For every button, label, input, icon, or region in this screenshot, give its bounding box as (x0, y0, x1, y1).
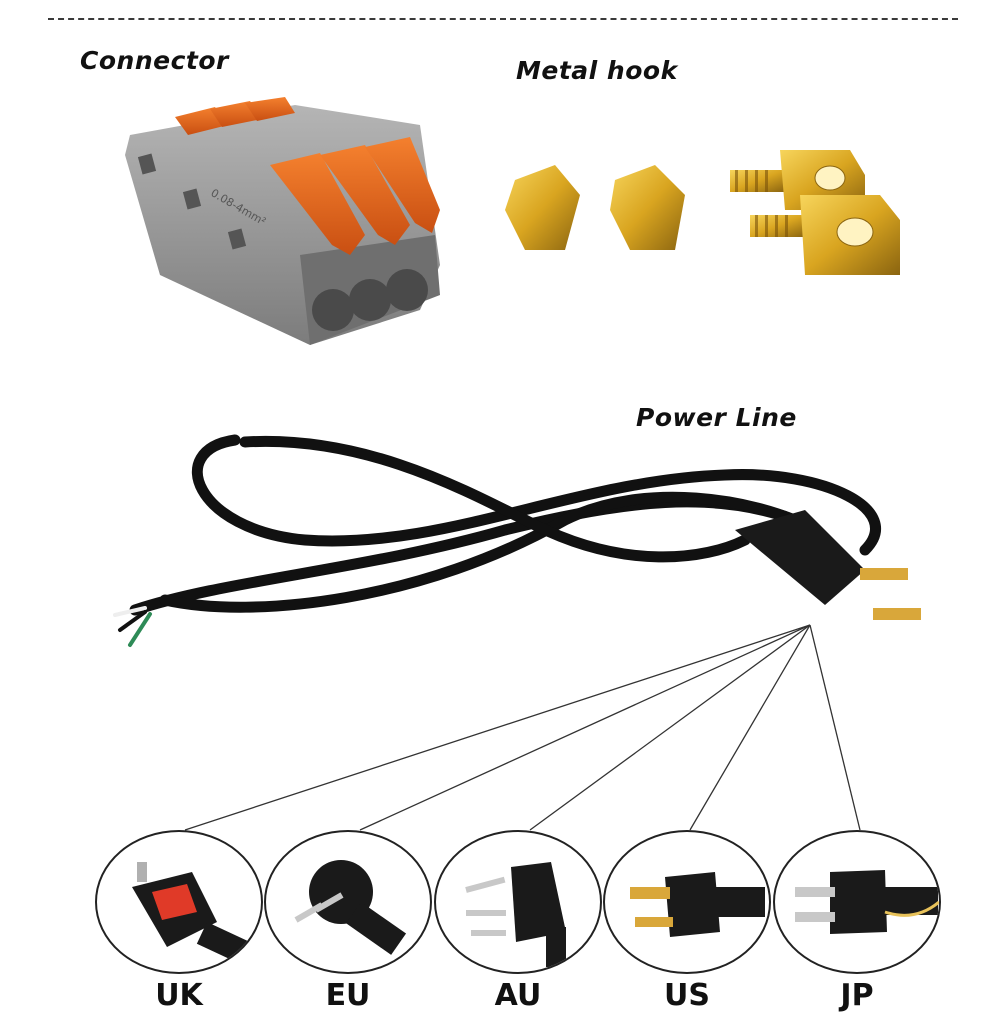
power-cable-image (113, 434, 921, 647)
metal-hook-label: Metal hook (516, 56, 678, 85)
lever-connector-image: 0.08-4mm² (125, 97, 440, 345)
jp-plug-image (773, 830, 941, 974)
power-line-label: Power Line (636, 403, 797, 432)
plug-label-us: US (664, 978, 710, 1013)
connector-label: Connector (80, 46, 229, 75)
metal-hooks-image (505, 150, 900, 275)
plug-label-jp: JP (840, 978, 874, 1013)
eu-plug-image (264, 830, 432, 974)
us-plug-image (603, 830, 771, 974)
plug-label-uk: UK (155, 978, 203, 1013)
uk-plug-image (95, 830, 263, 974)
plug-label-au: AU (494, 978, 542, 1013)
plug-label-eu: EU (325, 978, 371, 1013)
dashed-divider (48, 18, 958, 20)
plug-connector-lines (184, 624, 861, 831)
au-plug-image (434, 830, 602, 974)
